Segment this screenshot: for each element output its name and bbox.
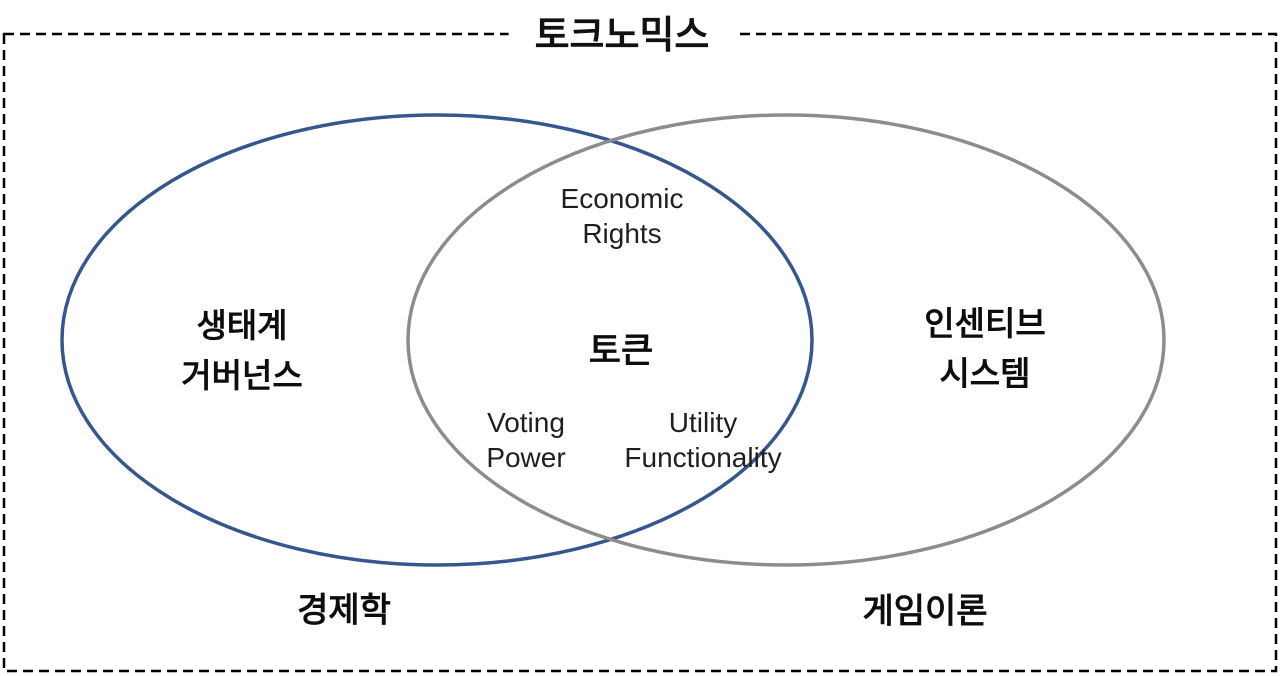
dashed-border: [2, 32, 1278, 673]
voting-power-line2: Power: [486, 442, 566, 473]
economic-rights-label: Economic Rights: [561, 181, 684, 251]
left-set-label-line1: 생태계: [196, 307, 288, 344]
right-set-label: 인센티브 시스템: [924, 299, 1045, 399]
left-set-label: 생태계 거버넌스: [181, 301, 302, 401]
voting-power-label: Voting Power: [486, 405, 565, 475]
left-set-label-line2: 거버넌스: [181, 357, 303, 394]
economic-rights-line2: Rights: [582, 218, 662, 249]
left-ellipse: [60, 113, 814, 567]
intersection-center-label: 토큰: [588, 331, 654, 371]
left-footer-label: 경제학: [297, 591, 391, 630]
diagram-title: 토크노믹스: [508, 14, 736, 58]
right-ellipse: [406, 113, 1166, 567]
right-footer-label: 게임이론: [862, 592, 988, 631]
voting-power-line1: Voting: [487, 407, 565, 438]
right-set-label-line2: 시스템: [939, 355, 1031, 392]
utility-functionality-line2: Functionality: [624, 442, 782, 473]
right-set-label-line1: 인센티브: [924, 305, 1046, 342]
economic-rights-line1: Economic: [560, 183, 684, 214]
utility-functionality-line1: Utility: [668, 407, 738, 438]
utility-functionality-label: Utility Functionality: [624, 405, 781, 475]
